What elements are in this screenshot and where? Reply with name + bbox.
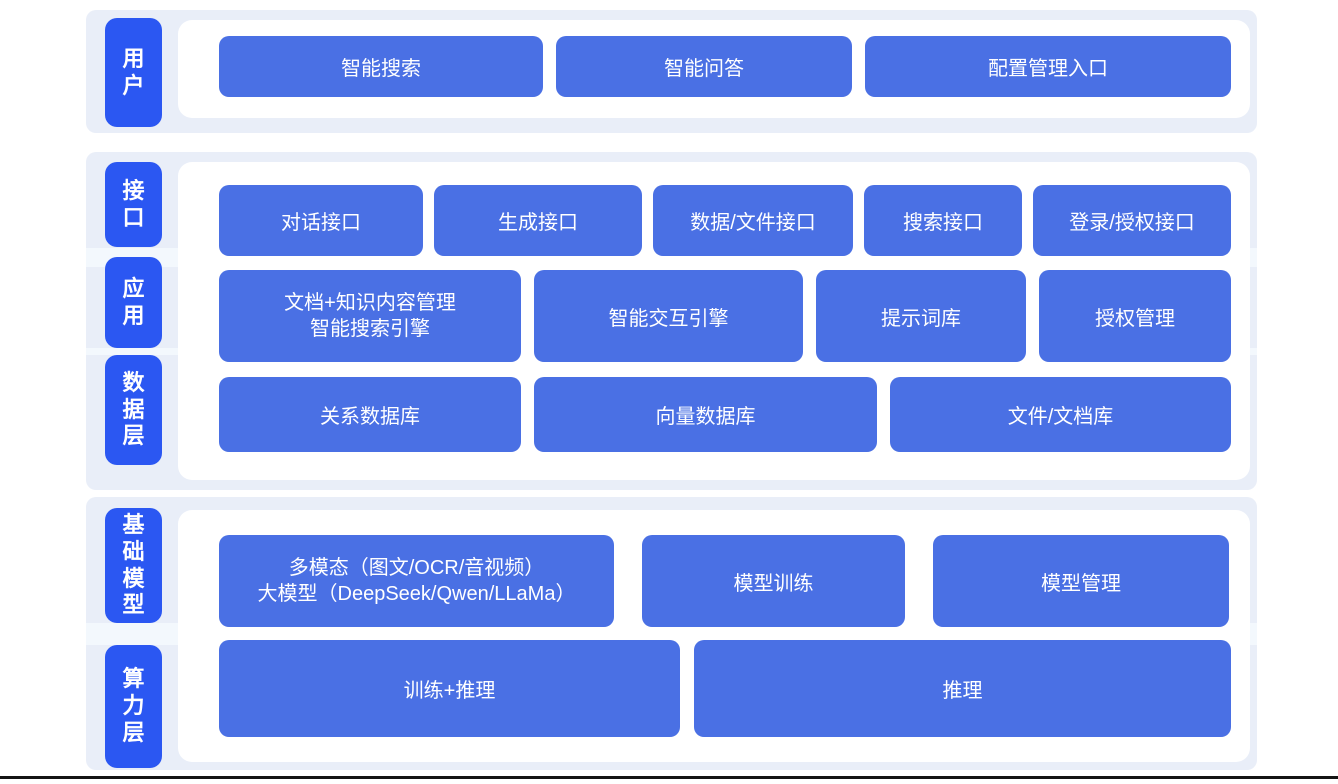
user-panel: 智能搜索 智能问答 配置管理入口: [178, 20, 1250, 118]
layer-band-bottom: 多模态（图文/OCR/音视频） 大模型（DeepSeek/Qwen/LLaMa）…: [86, 497, 1257, 770]
layer-tab-application-label: 应用: [122, 275, 145, 328]
box-relational-db: 关系数据库: [219, 377, 521, 452]
box-config-management-entry: 配置管理入口: [865, 36, 1231, 97]
layer-tab-interface-label: 接口: [122, 177, 145, 230]
layer-band-user: 智能搜索 智能问答 配置管理入口 用户: [86, 10, 1257, 133]
layer-tab-interface: 接口: [105, 162, 162, 247]
layer-tab-user: 用户: [105, 18, 162, 127]
layer-tab-application: 应用: [105, 257, 162, 348]
box-multimodal-llm: 多模态（图文/OCR/音视频） 大模型（DeepSeek/Qwen/LLaMa）: [219, 535, 614, 627]
box-model-management: 模型管理: [933, 535, 1229, 627]
layer-tab-foundation-model: 基础模型: [105, 508, 162, 623]
box-training-inference: 训练+推理: [219, 640, 680, 737]
layer-tab-data-label: 数据层: [122, 369, 145, 449]
box-data-file-api: 数据/文件接口: [653, 185, 853, 256]
box-line: 智能搜索引擎: [310, 318, 430, 340]
bottom-panel: 多模态（图文/OCR/音视频） 大模型（DeepSeek/Qwen/LLaMa）…: [178, 510, 1250, 762]
box-search-api: 搜索接口: [864, 185, 1022, 256]
layer-tab-user-label: 用户: [122, 45, 145, 98]
box-vector-db: 向量数据库: [534, 377, 877, 452]
box-line: 大模型（DeepSeek/Qwen/LLaMa）: [257, 583, 576, 605]
layer-tab-compute: 算力层: [105, 645, 162, 768]
layer-band-middle: 对话接口 生成接口 数据/文件接口 搜索接口 登录/授权接口 文档+知识内容管理…: [86, 152, 1257, 490]
bottom-rule: [0, 776, 1338, 779]
box-doc-knowledge-search-engine: 文档+知识内容管理 智能搜索引擎: [219, 270, 521, 362]
layer-tab-compute-label: 算力层: [122, 666, 145, 745]
box-login-auth-api: 登录/授权接口: [1033, 185, 1231, 256]
box-file-doc-store: 文件/文档库: [890, 377, 1231, 452]
box-line: 文档+知识内容管理: [284, 292, 456, 314]
layer-tab-data: 数据层: [105, 355, 162, 465]
box-interactive-engine: 智能交互引擎: [534, 270, 803, 362]
box-smart-search: 智能搜索: [219, 36, 543, 97]
box-auth-management: 授权管理: [1039, 270, 1231, 362]
middle-panel: 对话接口 生成接口 数据/文件接口 搜索接口 登录/授权接口 文档+知识内容管理…: [178, 162, 1250, 480]
box-inference: 推理: [694, 640, 1231, 737]
box-smart-qa: 智能问答: [556, 36, 852, 97]
box-model-training: 模型训练: [642, 535, 905, 627]
layer-tab-foundation-model-label: 基础模型: [122, 511, 145, 618]
box-generation-api: 生成接口: [434, 185, 642, 256]
box-prompt-library: 提示词库: [816, 270, 1026, 362]
box-dialog-api: 对话接口: [219, 185, 423, 256]
box-line: 多模态（图文/OCR/音视频）: [288, 557, 545, 579]
